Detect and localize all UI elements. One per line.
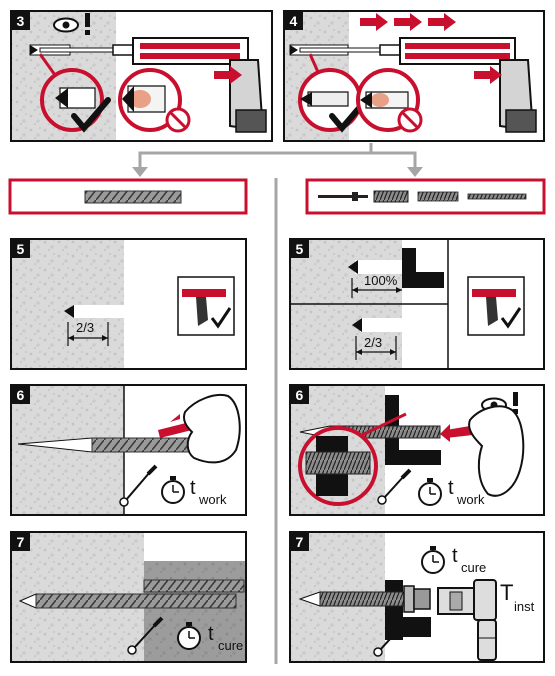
time-subscript: cure: [461, 560, 486, 575]
time-symbol: t: [208, 623, 214, 645]
step-number: 7: [296, 534, 304, 550]
step-6-left-panel: 6 t work: [10, 384, 247, 516]
stopwatch-icon: [161, 476, 185, 504]
arrow-icon: [394, 13, 422, 31]
dispenser-icon: [177, 276, 235, 336]
step-number: 6: [17, 387, 25, 403]
step-7-right-panel: 7 t cure T inst: [289, 531, 545, 663]
step-7-left-panel: 7 t cure: [10, 531, 247, 663]
step-3-panel: 3: [10, 10, 273, 142]
depth-label: 2/3: [76, 320, 94, 335]
brush-icon: [127, 616, 164, 655]
time-subscript: cure: [218, 638, 243, 653]
torque-subscript: inst: [514, 599, 535, 614]
detail-correct: [38, 53, 111, 133]
torque-symbol: T: [500, 580, 513, 605]
arrow-icon: [158, 414, 196, 438]
anchor-rebar-box: [8, 178, 248, 215]
wrench-icon: [437, 579, 497, 661]
dispenser-icon: [379, 37, 537, 133]
step-number: 4: [290, 13, 298, 29]
detail-magnifier: [298, 412, 407, 506]
arrow-icon: [360, 13, 388, 31]
detail-wrong: [118, 68, 191, 133]
time-subscript: work: [456, 492, 485, 507]
prohibited-icon: [165, 107, 191, 133]
step-number: 6: [296, 387, 304, 403]
branch-connector: [132, 143, 423, 664]
step-4-panel: 4: [283, 10, 545, 142]
detail-wrong: [356, 68, 423, 133]
arrow-icon: [214, 66, 242, 84]
time-symbol: t: [452, 545, 458, 567]
step-number: 7: [17, 534, 25, 550]
brush-icon: [373, 618, 410, 657]
eye-icon: [53, 17, 79, 33]
step-number: 5: [296, 241, 304, 257]
depth-full-label: 100%: [364, 273, 398, 288]
exclamation-icon: [85, 13, 90, 35]
dispenser-icon: [112, 37, 267, 133]
stopwatch-icon: [421, 546, 445, 574]
depth-label: 2/3: [364, 335, 382, 350]
step-number-badge: [12, 12, 30, 30]
step-number-badge: [285, 12, 303, 30]
check-icon: [71, 97, 111, 133]
brush-icon: [119, 464, 158, 507]
anchor-rod-box: [305, 178, 546, 215]
time-symbol: t: [448, 477, 454, 499]
arrow-icon: [428, 13, 456, 31]
step-number: 3: [17, 13, 25, 29]
step-5-right-panel: 5 100% 2/3: [289, 238, 545, 370]
step-6-right-panel: 6: [289, 384, 545, 516]
hand-icon: [468, 405, 525, 497]
brush-icon: [377, 468, 412, 505]
hand-icon: [182, 394, 241, 464]
time-subscript: work: [198, 492, 227, 507]
arrow-icon: [474, 66, 502, 84]
exclamation-icon: [513, 392, 518, 414]
dispenser-icon: [467, 276, 525, 336]
step-5-left-panel: 5 2/3: [10, 238, 247, 370]
step-number: 5: [17, 241, 25, 257]
prohibited-icon: [397, 107, 423, 133]
stopwatch-icon: [177, 622, 201, 650]
time-symbol: t: [190, 477, 196, 499]
stopwatch-icon: [418, 478, 442, 506]
